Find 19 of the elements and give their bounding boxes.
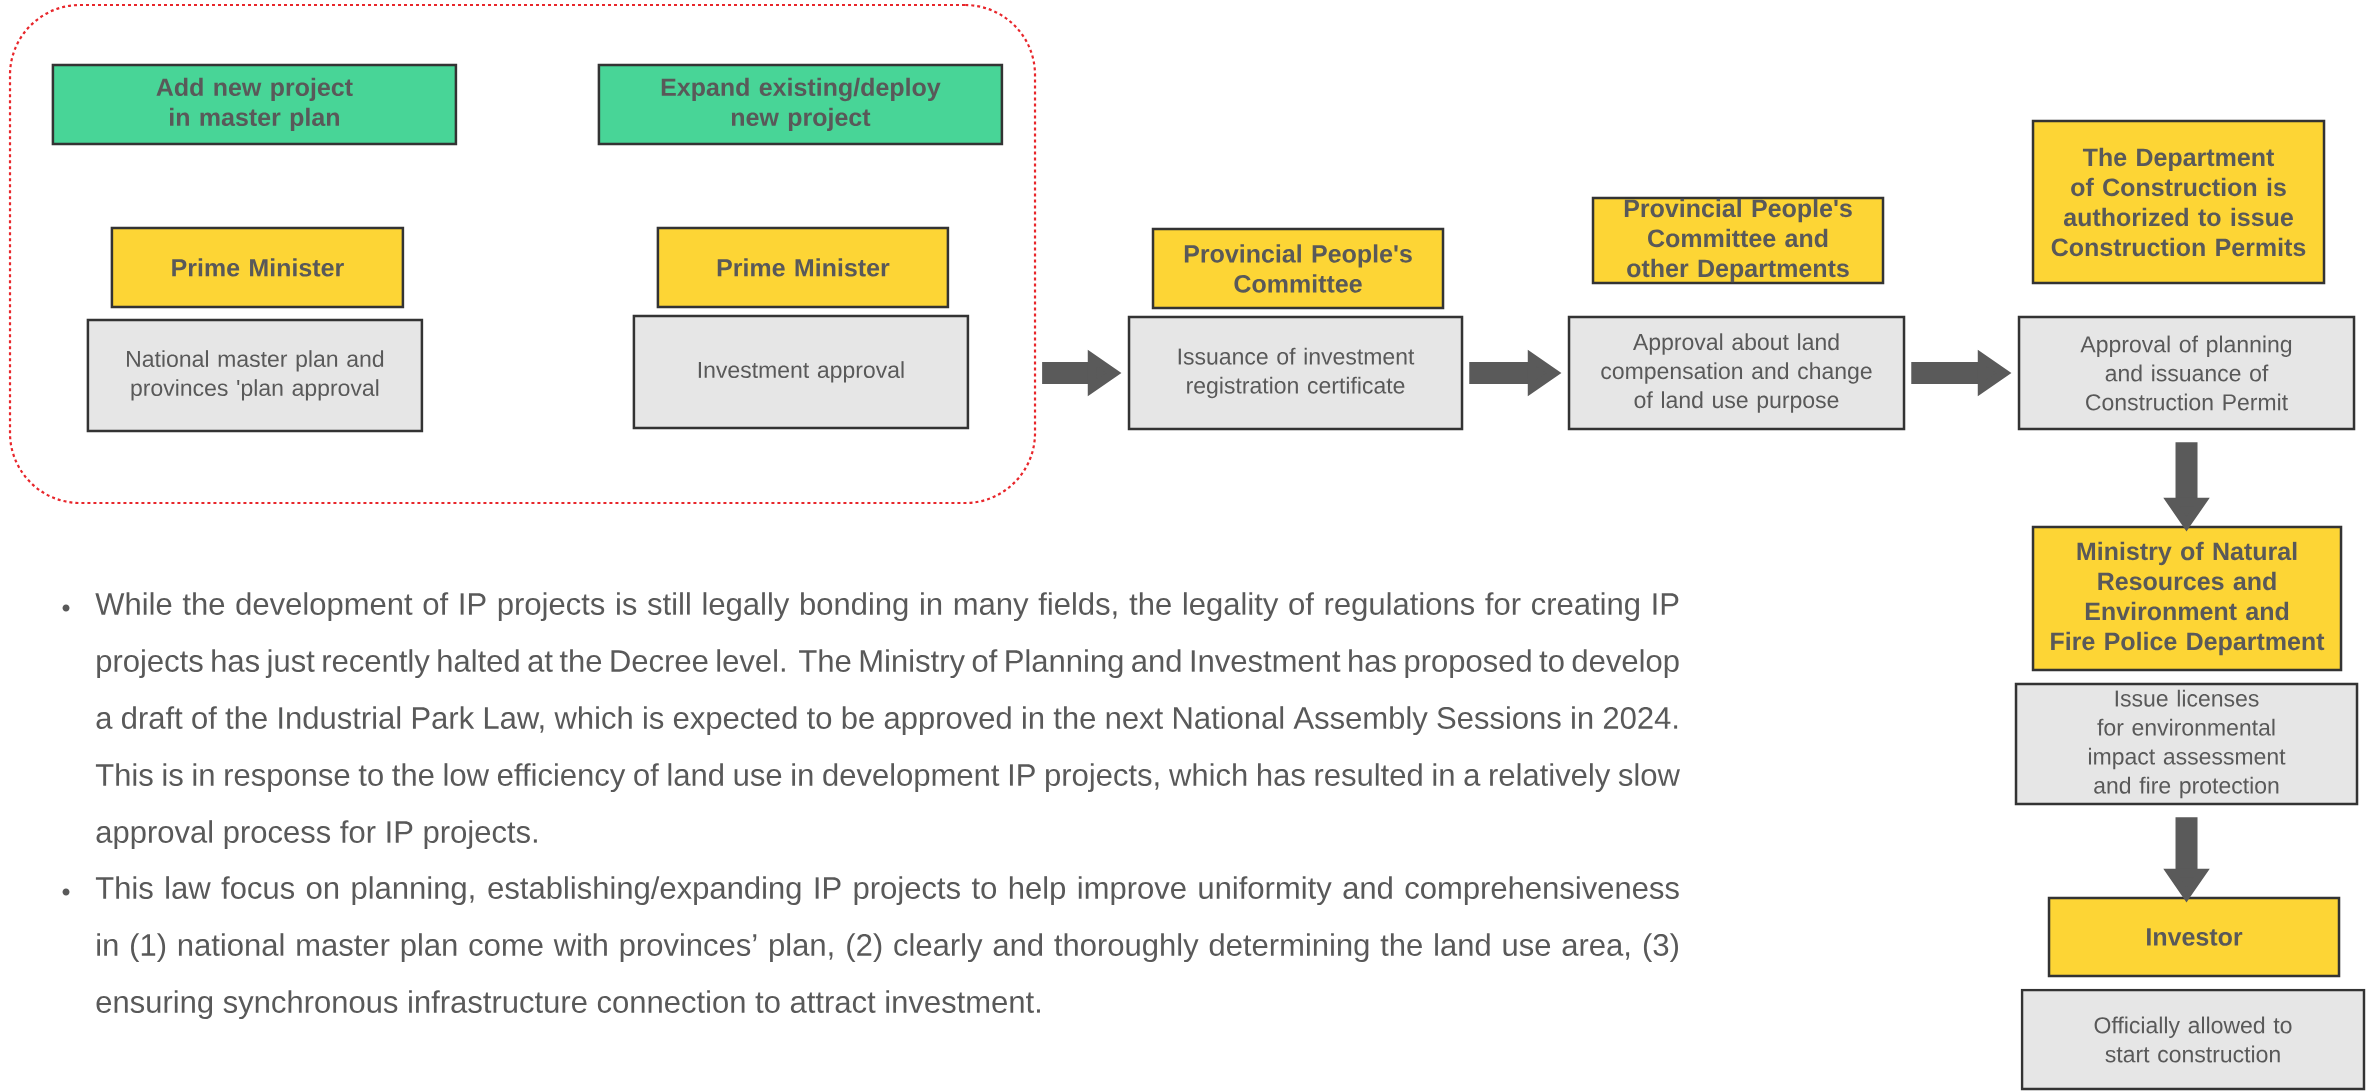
dashed-group-frame: [8, 3, 1037, 505]
authority-box: Prime Minister: [110, 226, 405, 309]
step-header: Add new project in master plan: [51, 63, 458, 146]
process-box: Approval of planning and issuance of Construction Permit: [2017, 315, 2356, 431]
authority-box: The Department of Construction is authorized to issue Construction Permits: [2031, 119, 2326, 285]
process-box: National master plan and provinces 'plan approval: [86, 318, 424, 433]
process-box: Issuance of investment registration certificate: [1127, 315, 1464, 431]
step-header: Expand existing/deploy new project: [597, 63, 1004, 146]
bullet-paragraph: This law focus on planning, establishing/expanding IP projects to help improve uniformity and comprehensiveness in (1) national master plan come with provinces’ plan, (2) clearly and thoroughly determining the land use area, (3) ensuring synchronous infrastructure connection to attract investment.: [62, 876, 1679, 1020]
process-box: Approval about land compensation and change of land use purpose: [1567, 315, 1906, 431]
process-box: Investment approval: [632, 314, 970, 430]
bullet-paragraph: While the development of IP projects is still legally bonding in many fields, the legality of regulations for creating IP projects has just recently halted at the Decree level. The Ministry of Planning and Investment has proposed to develop a draft of the Industrial Park Law, which is expected to be approved in the next National Assembly Sessions in 2024. This is in response to the low efficiency of land use in development IP projects, which has resulted in a relatively slow approval process for IP projects.: [62, 592, 1680, 850]
process-box: Issue licenses for environmental impact assessment and fire protection: [2014, 682, 2359, 806]
authority-box: Ministry of Natural Resources and Environment and Fire Police Department: [2031, 525, 2343, 672]
authority-box: Provincial People's Committee: [1151, 227, 1445, 310]
authority-box: Prime Minister: [656, 226, 950, 309]
authority-box: Provincial People's Committee and other Departments: [1591, 196, 1885, 285]
authority-box: Investor: [2047, 896, 2341, 978]
process-box: Officially allowed to start construction: [2020, 988, 2366, 1091]
